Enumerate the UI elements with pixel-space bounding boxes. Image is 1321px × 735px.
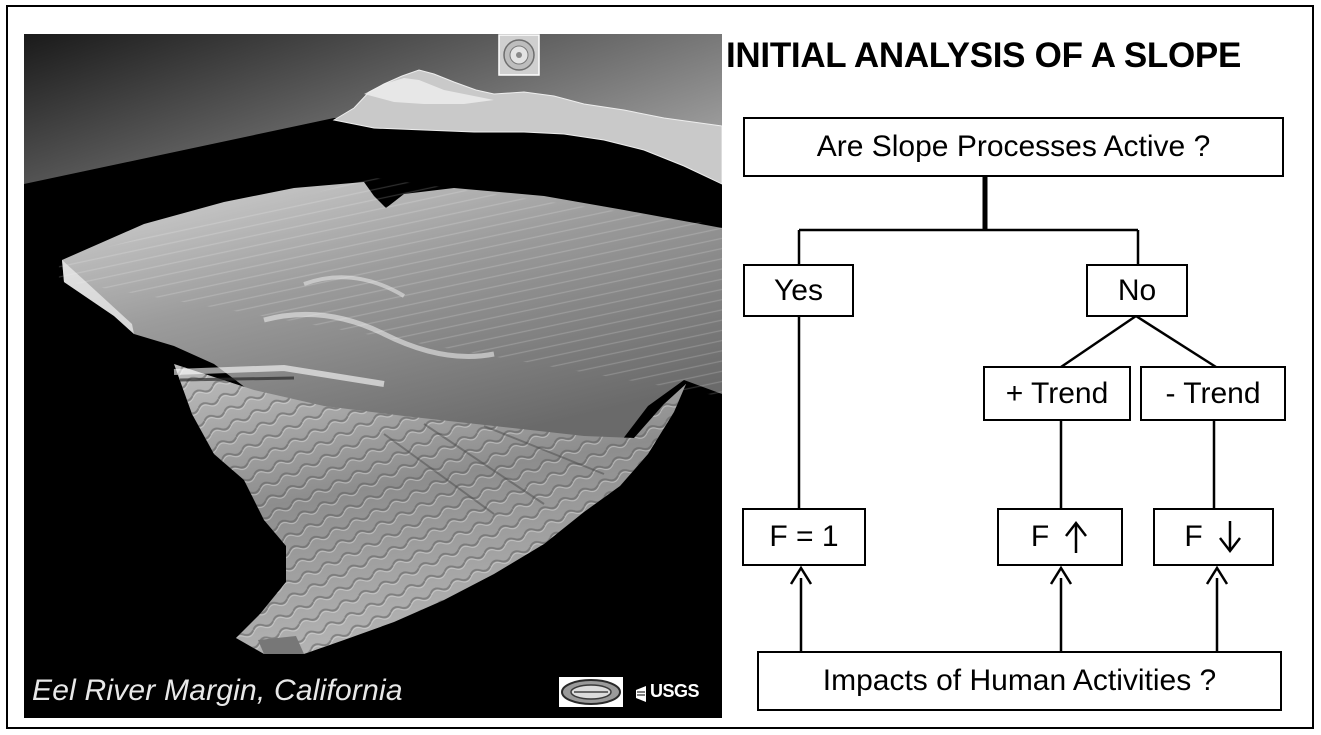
f-increase-box: F	[997, 508, 1123, 566]
plus-trend-label: + Trend	[1005, 376, 1109, 410]
up-arrow-icon	[1065, 520, 1088, 553]
f-equals-one-box: F = 1	[742, 508, 866, 566]
usgs-logo-icon	[634, 682, 706, 706]
down-arrow-icon	[1218, 521, 1241, 554]
yes-box: Yes	[743, 264, 854, 317]
minus-trend-label: - Trend	[1165, 376, 1261, 410]
seal-logo-icon	[498, 34, 540, 76]
f-increase-label: F	[1030, 520, 1050, 553]
oval-emblem-logo-icon	[559, 677, 623, 707]
no-label: No	[1117, 273, 1157, 307]
plus-trend-box: + Trend	[983, 366, 1131, 421]
yes-label: Yes	[774, 273, 823, 307]
root-question-box: Are Slope Processes Active ?	[743, 117, 1284, 177]
diagram-title: INITIAL ANALYSIS OF A SLOPE	[726, 36, 1242, 75]
impacts-question-label: Impacts of Human Activities ?	[822, 664, 1217, 697]
no-box: No	[1086, 264, 1188, 317]
minus-trend-box: - Trend	[1140, 366, 1286, 421]
root-question-label: Are Slope Processes Active ?	[816, 130, 1211, 163]
bathymetry-image-panel: Eel River Margin, California USGS	[24, 34, 722, 718]
bathymetry-relief-image	[24, 34, 722, 718]
f-decrease-box: F	[1153, 508, 1274, 566]
f-decrease-label: F	[1184, 520, 1203, 553]
usgs-logo-text: USGS	[650, 681, 700, 701]
f-equals-one-label: F = 1	[769, 520, 839, 553]
impacts-question-box: Impacts of Human Activities ?	[757, 651, 1282, 711]
map-caption: Eel River Margin, California	[32, 674, 403, 707]
